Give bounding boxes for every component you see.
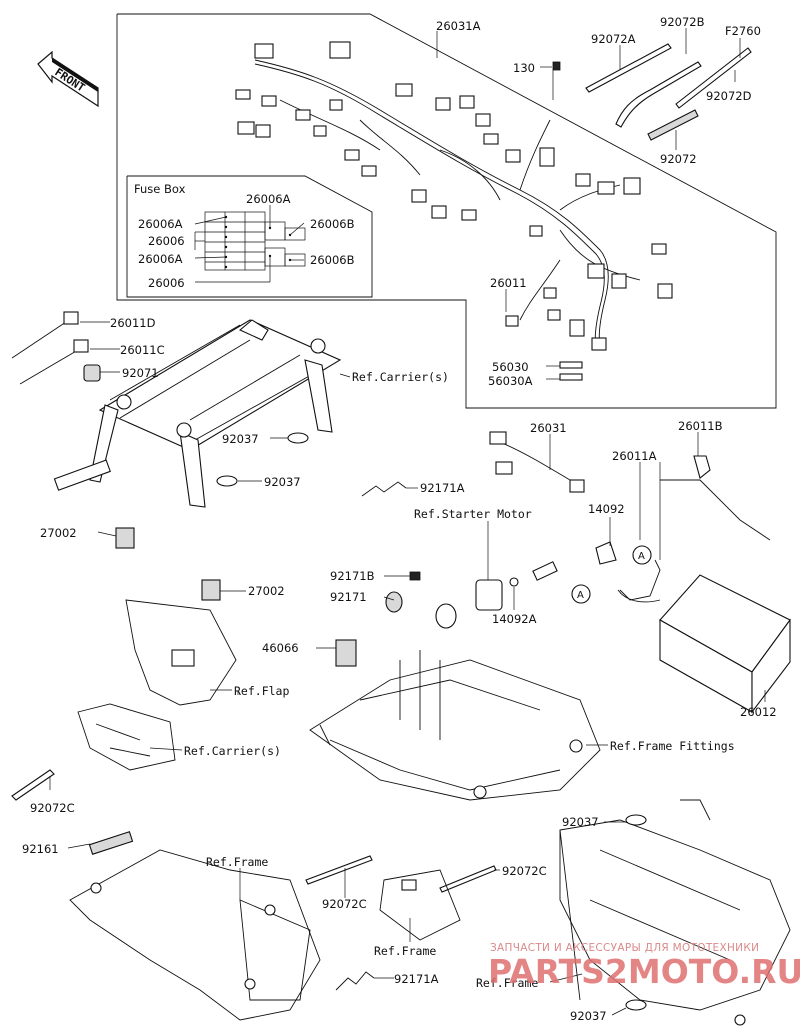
leader-lines [49, 28, 766, 1016]
label-92171A-a: 92171A [420, 481, 465, 495]
label-26006B-2: 26006B [310, 253, 355, 267]
label-14092: 14092 [588, 502, 625, 516]
sub-harness-26031 [489, 431, 585, 493]
main-wiring-harness [235, 41, 673, 351]
label-26012: 26012 [740, 705, 777, 719]
fuse-box-title: Fuse Box [134, 182, 186, 196]
watermark-brand-text: PARTS2MOTO.RU [488, 952, 800, 991]
label-26006-b: 26006 [148, 276, 185, 290]
right-lower-frame [559, 799, 791, 1026]
label-26011: 26011 [490, 276, 527, 290]
label-92171: 92171 [330, 590, 367, 604]
label-92072C-a: 92072C [30, 801, 75, 815]
tie-92072c-b [305, 855, 373, 885]
label-14092A: 14092A [492, 612, 537, 626]
lower-left-carrier [77, 703, 176, 771]
label-26011A: 26011A [612, 449, 657, 463]
relay-27002-b [201, 579, 221, 601]
label-A-1: A [638, 551, 645, 562]
label-F2760: F2760 [725, 24, 761, 38]
flap-shape [125, 599, 237, 706]
clamp-92037-a [287, 432, 309, 444]
fuse-box-inset: Fuse Box [126, 175, 373, 298]
label-92072C-c: 92072C [322, 897, 367, 911]
label-decal-56030a [559, 373, 583, 381]
label-ref-carrier-2: Ref.Carrier(s) [184, 744, 281, 758]
label-ref-flap: Ref.Flap [234, 684, 289, 698]
label-92161: 92161 [22, 842, 59, 856]
label-ref-frame-1: Ref.Frame [206, 855, 268, 869]
label-26011D: 26011D [110, 316, 156, 330]
starter-relay-group [385, 561, 558, 629]
lower-left-frame [69, 849, 321, 1021]
relay-27002-a [115, 527, 135, 549]
label-26006A-2: 26006A [138, 252, 183, 266]
cable-ties-group [585, 43, 752, 141]
label-A-2: A [577, 590, 584, 601]
label-ref-frame-2: Ref.Frame [374, 944, 436, 958]
clamp-92037-b [216, 475, 238, 487]
part-labels: 26031A 130 92072A 92072B F2760 92072D 92… [22, 15, 777, 1023]
tie-92072c-a [11, 769, 55, 801]
label-26011C: 26011C [120, 343, 165, 357]
tie-92072c-c [439, 865, 497, 893]
label-27002-b: 27002 [248, 584, 285, 598]
label-ref-carrier-1: Ref.Carrier(s) [352, 370, 449, 384]
callout-a-circle-2 [571, 584, 591, 604]
carrier-frame-upper [53, 319, 342, 508]
relay-46066 [335, 639, 357, 667]
label-27002-a: 27002 [40, 526, 77, 540]
label-26006A-1: 26006A [138, 217, 183, 231]
left-small-parts [11, 311, 101, 385]
label-92071: 92071 [122, 366, 159, 380]
label-92037-b: 92037 [264, 475, 301, 489]
label-ref-frame-3: Ref.Frame [476, 976, 538, 990]
label-decal-56030 [559, 361, 583, 369]
harness-outline-box [116, 13, 777, 409]
label-130: 130 [513, 61, 535, 75]
label-92037-c: 92037 [562, 815, 599, 829]
label-ref-starter-motor: Ref.Starter Motor [414, 507, 532, 521]
watermark-top-text: ЗАПЧАСТИ И АКСЕССУАРЫ ДЛЯ МОТОТЕХНИКИ [490, 942, 759, 954]
label-26006: 26006 [148, 234, 185, 248]
clip-92171a-a [361, 481, 407, 497]
label-26006B-1: 26006B [310, 217, 355, 231]
label-26031: 26031 [530, 421, 567, 435]
label-92072A: 92072A [591, 32, 636, 46]
label-92072: 92072 [660, 152, 697, 166]
battery-26012 [659, 574, 791, 714]
label-26031A: 26031A [436, 19, 481, 33]
clip-92171a-b [335, 971, 375, 991]
watermark: ЗАПЧАСТИ И АКСЕССУАРЫ ДЛЯ МОТОТЕХНИКИ PA… [488, 942, 800, 991]
callout-a-circle-1 [632, 545, 652, 565]
label-92037-a: 92037 [222, 432, 259, 446]
middle-frame-bracket [379, 869, 461, 941]
label-92072B: 92072B [660, 15, 705, 29]
label-ref-frame-fittings: Ref.Frame Fittings [610, 739, 735, 753]
label-92171B: 92171B [330, 569, 375, 583]
label-46066: 46066 [262, 641, 299, 655]
label-92072D: 92072D [706, 89, 752, 103]
center-carrier-frame [309, 650, 601, 801]
label-26011B: 26011B [678, 419, 723, 433]
part-92161 [88, 831, 134, 855]
label-92072C-b: 92072C [502, 864, 547, 878]
front-arrow-icon: FRONT [37, 50, 99, 108]
label-92037-d: 92037 [570, 1009, 607, 1023]
label-56030: 56030 [492, 360, 529, 374]
label-92171A-b: 92171A [394, 972, 439, 986]
battery-cables [595, 455, 771, 603]
label-26006A-top: 26006A [246, 192, 291, 206]
label-56030A: 56030A [488, 374, 533, 388]
